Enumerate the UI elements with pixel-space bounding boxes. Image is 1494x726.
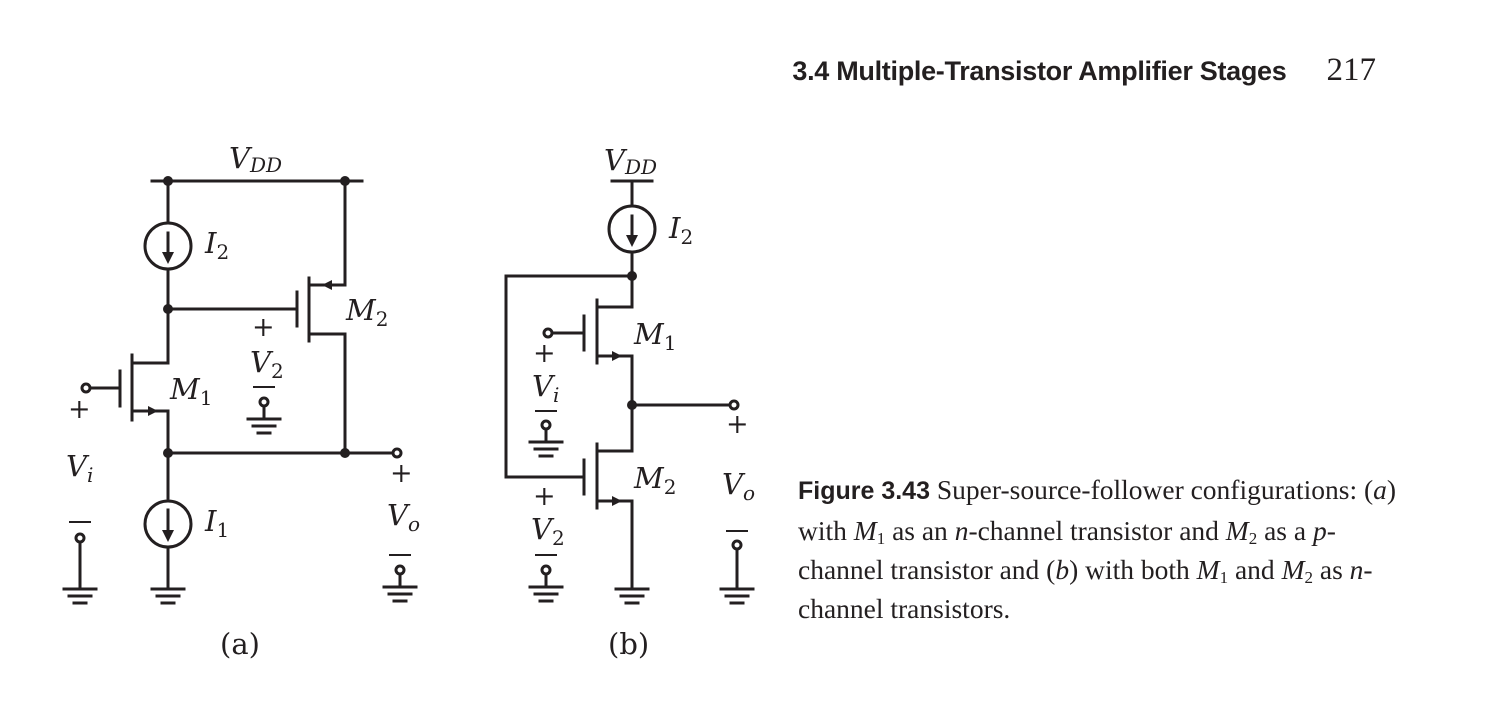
circuit-b bbox=[504, 179, 755, 605]
ground-icon bbox=[614, 587, 650, 605]
label-vdd-b: VDD bbox=[604, 143, 657, 179]
label-v2-b: V2 bbox=[531, 512, 565, 550]
m2-arrow bbox=[322, 280, 332, 290]
label-plus-vo-b: + bbox=[726, 409, 749, 440]
label-plus-vo-a: + bbox=[390, 458, 413, 489]
ground-icon bbox=[719, 587, 755, 605]
label-m2-a: M2 bbox=[345, 293, 388, 331]
circuit-a bbox=[62, 176, 418, 605]
output-terminal bbox=[728, 399, 740, 411]
input-terminal bbox=[80, 382, 92, 394]
m1-arrow bbox=[148, 406, 158, 416]
page-number: 217 bbox=[1326, 52, 1377, 88]
label-plus-v2-b: + bbox=[533, 481, 556, 512]
label-vi-a: Vi bbox=[66, 449, 93, 487]
m2-arrow bbox=[612, 496, 622, 506]
label-plus-vi-a: + bbox=[68, 394, 91, 425]
label-vdd-a: VDD bbox=[229, 141, 282, 177]
label-i1-a: I1 bbox=[204, 504, 229, 542]
label-plus-vi-b: + bbox=[533, 338, 556, 369]
section-title: 3.4 Multiple-Transistor Amplifier Stages bbox=[792, 56, 1287, 86]
ground-icon bbox=[528, 440, 564, 458]
label-m2-b: M2 bbox=[633, 461, 676, 499]
label-i2-a: I2 bbox=[204, 226, 229, 264]
page-header: 3.4 Multiple-Transistor Amplifier Stages… bbox=[792, 52, 1376, 89]
panel-label-b: (b) bbox=[608, 627, 649, 661]
output-terminal bbox=[391, 447, 403, 459]
label-m1-a: M1 bbox=[169, 372, 212, 410]
ground-icon bbox=[382, 585, 418, 603]
label-m1-b: M1 bbox=[633, 317, 676, 355]
ground-icon bbox=[150, 587, 186, 605]
ground-icon bbox=[528, 585, 564, 603]
ground-icon bbox=[62, 587, 98, 605]
input-terminal bbox=[542, 327, 554, 339]
panel-label-a: (a) bbox=[220, 627, 260, 661]
ground-icon bbox=[246, 417, 282, 435]
label-vo-b: Vo bbox=[722, 467, 755, 505]
m1-arrow bbox=[612, 351, 622, 361]
label-plus-v2-a: + bbox=[252, 312, 275, 343]
label-v2-a: V2 bbox=[250, 345, 284, 383]
figure-caption: Figure 3.43 Super-source-follower config… bbox=[798, 474, 1397, 624]
label-vi-b: Vi bbox=[532, 369, 559, 407]
label-i2-b: I2 bbox=[668, 211, 693, 249]
label-vo-a: Vo bbox=[387, 498, 420, 536]
figure-label: Figure 3.43 bbox=[798, 477, 930, 505]
